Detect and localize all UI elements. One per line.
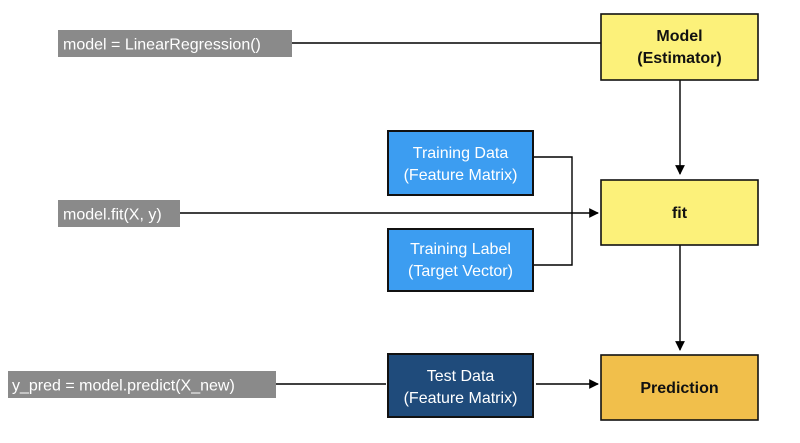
code-label-bg: [8, 371, 276, 398]
box-shape: [387, 130, 534, 196]
box-shape: [387, 353, 534, 418]
training-bracket: [533, 156, 573, 266]
code-label-fit-call: model.fit(X, y): [58, 200, 180, 227]
box-label-line1: Training Label: [410, 241, 511, 258]
box-label: fit: [672, 205, 688, 222]
box-shape: [600, 13, 759, 81]
box-shape: [600, 354, 759, 421]
code-label-bg: [58, 200, 180, 227]
code-label-predict-call: y_pred = model.predict(X_new): [8, 371, 276, 398]
box-shape: [387, 228, 534, 292]
training-data-box: Training Data (Feature Matrix): [387, 130, 534, 196]
code-label-model-init: model = LinearRegression(): [58, 30, 292, 57]
box-label-line2: (Feature Matrix): [404, 167, 518, 184]
box-label-line1: Training Data: [413, 145, 509, 162]
test-data-box: Test Data (Feature Matrix): [387, 353, 534, 418]
code-label-text: model.fit(X, y): [63, 207, 162, 224]
training-label-box: Training Label (Target Vector): [387, 228, 534, 292]
fit-box: fit: [600, 179, 759, 246]
prediction-box: Prediction: [600, 354, 759, 421]
box-shape: [600, 179, 759, 246]
box-label-line2: (Feature Matrix): [404, 390, 518, 407]
box-label-line1: Model: [656, 28, 702, 45]
box-label-line2: (Target Vector): [408, 263, 513, 280]
model-estimator-box: Model (Estimator): [600, 13, 759, 81]
box-label-line1: Test Data: [427, 368, 495, 385]
connectors: [180, 42, 685, 389]
code-label-bg: [58, 30, 292, 57]
code-label-text: model = LinearRegression(): [63, 37, 261, 54]
code-label-text: y_pred = model.predict(X_new): [12, 378, 235, 395]
box-label-line2: (Estimator): [637, 50, 721, 67]
box-label: Prediction: [640, 380, 718, 397]
